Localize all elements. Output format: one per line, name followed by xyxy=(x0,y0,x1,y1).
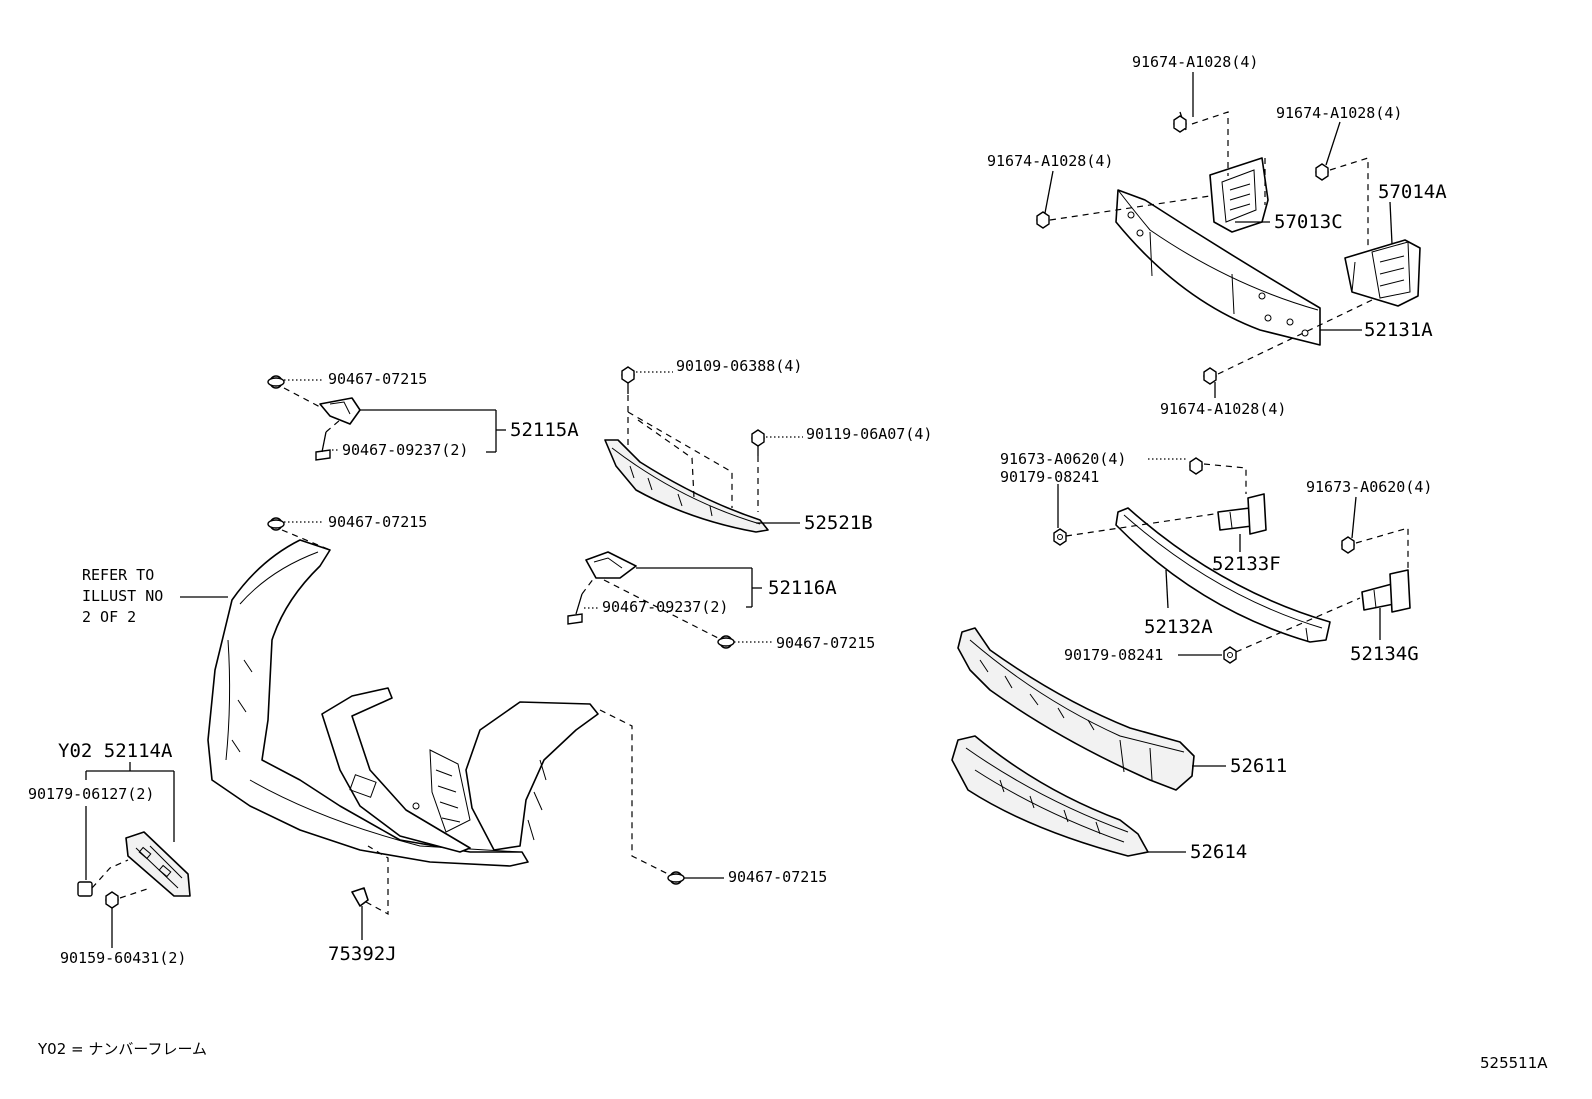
bolt-91674-right-icon xyxy=(1315,163,1329,181)
label-90467-09237-b: 90467-09237(2) xyxy=(602,598,728,616)
label-91673-left: 91673-A0620(4) xyxy=(1000,450,1126,468)
bolt-90119-icon xyxy=(751,429,765,456)
bumper-reinforcement-52131A xyxy=(1115,189,1321,346)
label-90467-b: 90467-07215 xyxy=(328,513,427,531)
side-support-52521B xyxy=(604,439,769,533)
label-91674-bottom: 91674-A1028(4) xyxy=(1160,400,1286,418)
illustration-id: 525511A xyxy=(1480,1054,1548,1072)
emblem-75392J xyxy=(351,887,369,907)
label-52614: 52614 xyxy=(1190,841,1247,863)
bracket-52116A-group xyxy=(567,551,772,649)
retainer-group xyxy=(951,627,1226,857)
label-52132A: 52132A xyxy=(1144,616,1213,638)
label-refer-line2: ILLUST NO xyxy=(82,587,163,605)
clip-90467-b-icon xyxy=(267,517,285,531)
nut-90179-a-icon xyxy=(1053,528,1067,546)
label-52114A: Y02 52114A xyxy=(58,740,173,762)
label-91674-right: 91674-A1028(4) xyxy=(1276,104,1402,122)
label-57014A: 57014A xyxy=(1378,181,1447,203)
bolt-91673-left-icon xyxy=(1189,457,1203,475)
bracket-52116A xyxy=(585,551,637,579)
label-75392J: 75392J xyxy=(328,943,397,965)
label-refer-line3: 2 OF 2 xyxy=(82,608,136,626)
nut-90179-06127-icon xyxy=(77,881,93,897)
label-57013C: 57013C xyxy=(1274,211,1343,233)
bolt-91674-left-icon xyxy=(1036,211,1050,229)
bolt-91674-bottom-icon xyxy=(1203,367,1217,385)
bracket-52133F xyxy=(1217,493,1267,535)
label-refer-line1: REFER TO xyxy=(82,566,154,584)
label-90179-06127: 90179-06127(2) xyxy=(28,785,154,803)
emblem-75392J-group xyxy=(351,845,389,940)
screw-90467-09237-a-icon xyxy=(315,431,331,461)
label-52131A: 52131A xyxy=(1364,319,1433,341)
label-52134G: 52134G xyxy=(1350,643,1419,665)
bolt-91673-right-icon xyxy=(1341,536,1355,554)
label-90179-08241-b: 90179-08241 xyxy=(1064,646,1163,664)
label-91674-left: 91674-A1028(4) xyxy=(987,152,1113,170)
retainer-52611 xyxy=(957,627,1195,791)
label-52133F: 52133F xyxy=(1212,553,1281,575)
label-52611: 52611 xyxy=(1230,755,1287,777)
footnote: Y02 = ナンバーフレーム xyxy=(37,1040,207,1058)
label-90179-08241-a: 90179-08241 xyxy=(1000,468,1099,486)
label-90119: 90119-06A07(4) xyxy=(806,425,932,443)
front-bumper-cover xyxy=(207,539,529,867)
bumper-reinforcement-group xyxy=(1036,72,1421,398)
bracket-52134G xyxy=(1361,569,1411,613)
clip-90467-d-icon xyxy=(667,871,685,885)
screw-90467-09237-b-icon xyxy=(567,593,583,625)
number-frame-52114A xyxy=(125,831,191,897)
number-frame-52114A-group xyxy=(77,762,191,948)
label-52116A: 52116A xyxy=(768,577,837,599)
label-52115A: 52115A xyxy=(510,419,579,441)
bolt-91674-top-icon xyxy=(1173,111,1187,133)
label-90109: 90109-06388(4) xyxy=(676,357,802,375)
label-91674-top: 91674-A1028(4) xyxy=(1132,53,1258,71)
absorber-52132A xyxy=(1115,507,1331,643)
bracket-52115A xyxy=(319,397,361,425)
side-support-group xyxy=(604,366,803,533)
bracket-52115A-group xyxy=(267,375,506,461)
label-90467-09237-a: 90467-09237(2) xyxy=(342,441,468,459)
labels: 91674-A1028(4) 91674-A1028(4) 91674-A102… xyxy=(28,53,1548,1072)
clip-90467-a-icon xyxy=(267,375,285,389)
label-90159: 90159-60431(2) xyxy=(60,949,186,967)
bumper-center-grille-area xyxy=(321,687,471,853)
bolt-90109-icon xyxy=(621,366,635,394)
label-91673-right: 91673-A0620(4) xyxy=(1306,478,1432,496)
label-52521B: 52521B xyxy=(804,512,873,534)
absorber-group xyxy=(1053,457,1411,664)
clip-90467-c-icon xyxy=(717,635,735,649)
label-90467-d: 90467-07215 xyxy=(728,868,827,886)
label-90467-a: 90467-07215 xyxy=(328,370,427,388)
bolt-90159-icon xyxy=(105,891,119,909)
nut-90179-b-icon xyxy=(1223,646,1237,664)
bumper-cover-group xyxy=(180,517,724,885)
label-90467-c: 90467-07215 xyxy=(776,634,875,652)
bracket-57013C xyxy=(1209,157,1269,233)
